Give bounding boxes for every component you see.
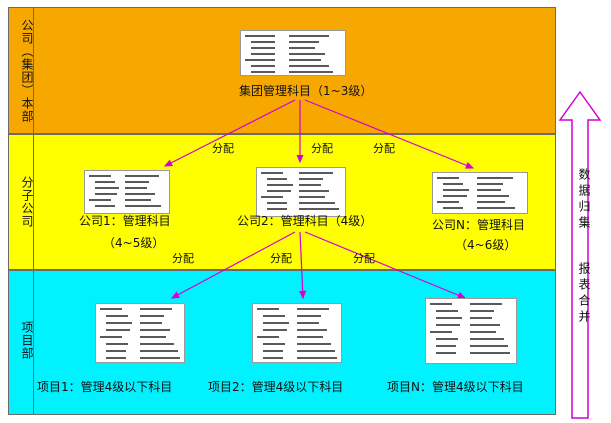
group-chart-thumbnail	[240, 30, 346, 76]
company1-chart-thumbnail	[84, 170, 170, 214]
project-band-label: 项目部	[20, 320, 34, 360]
report-consolidation-text: 报表合并	[577, 262, 591, 326]
subsidiary-band-label: 分子公司	[20, 176, 34, 228]
arrow-group-to-companyn	[304, 99, 475, 169]
label-column	[8, 7, 34, 415]
company2-chart-thumbnail	[256, 167, 346, 217]
project1-chart-thumbnail	[95, 303, 185, 363]
group-chart-caption: 集团管理科目（1~3级）	[239, 84, 373, 98]
up-arrow-icon	[558, 90, 602, 419]
project2-chart-thumbnail	[252, 303, 342, 363]
companyn-caption-levels: （4~6级）	[455, 238, 517, 252]
company2-caption: 公司2：管理科目（4级）	[237, 214, 373, 228]
arrow-group-to-company1	[163, 99, 296, 167]
project2-caption: 项目2：管理4级以下科目	[208, 380, 344, 394]
companyn-chart-thumbnail	[432, 172, 528, 214]
allocate-label-4: 分配	[172, 252, 194, 265]
data-collection-text: 数据归集	[577, 168, 591, 232]
allocate-label-2: 分配	[311, 142, 333, 155]
arrow-company2-to-project1	[170, 231, 296, 299]
allocate-label-5: 分配	[270, 252, 292, 265]
projectn-chart-thumbnail	[425, 298, 517, 364]
company1-caption: 公司1：管理科目	[79, 214, 171, 228]
allocate-label-6: 分配	[353, 252, 375, 265]
arrow-company2-to-projectn	[304, 231, 467, 299]
company1-caption-levels: （4~5级）	[103, 236, 165, 250]
hq-band-label: 公司（集团）本部	[20, 19, 34, 123]
project1-caption: 项目1：管理4级以下科目	[37, 380, 173, 394]
projectn-caption: 项目N：管理4级以下科目	[387, 380, 524, 394]
companyn-caption: 公司N：管理科目	[432, 218, 525, 232]
allocate-label-3: 分配	[373, 142, 395, 155]
allocate-label-1: 分配	[212, 142, 234, 155]
arrow-company2-to-project2	[299, 231, 307, 300]
